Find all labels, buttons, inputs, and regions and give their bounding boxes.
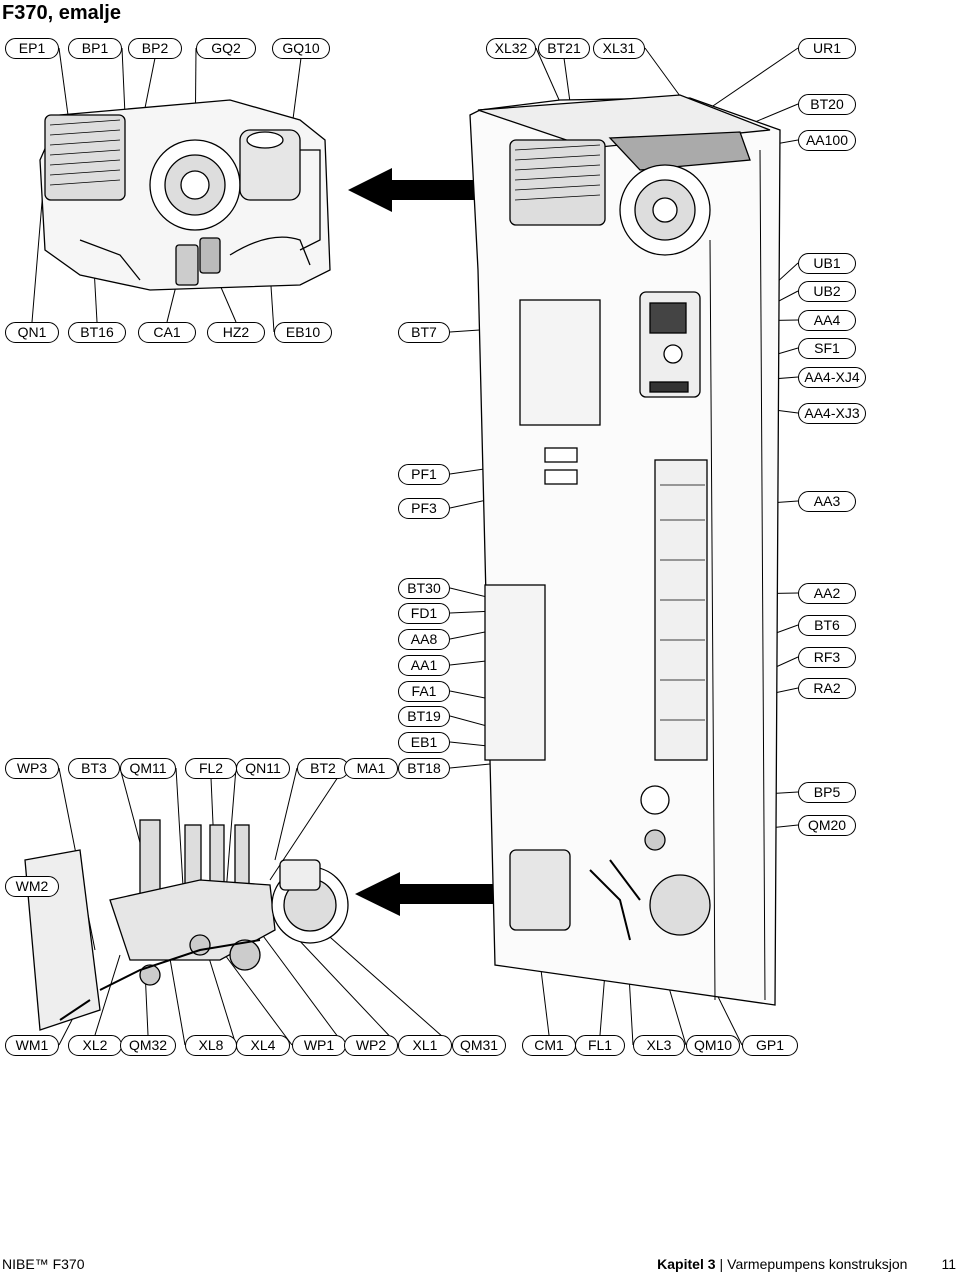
component-label-qm11: QM11 — [120, 758, 176, 779]
component-label-bt6: BT6 — [798, 615, 856, 636]
cabinet-drawing — [469, 94, 781, 1006]
footer-chapter-number: 3 — [707, 1256, 716, 1272]
component-label-aa100: AA100 — [798, 130, 856, 151]
component-label-eb1: EB1 — [398, 732, 450, 753]
component-label-aa4: AA4 — [798, 310, 856, 331]
component-label-wp1: WP1 — [292, 1035, 346, 1056]
component-label-ub1: UB1 — [798, 253, 856, 274]
component-label-gq10: GQ10 — [272, 38, 330, 59]
component-label-xl1: XL1 — [398, 1035, 452, 1056]
component-label-bt21: BT21 — [538, 38, 590, 59]
component-label-wm2: WM2 — [5, 876, 59, 897]
component-label-hz2: HZ2 — [207, 322, 265, 343]
component-label-xl3: XL3 — [633, 1035, 685, 1056]
component-label-bt2: BT2 — [297, 758, 349, 779]
leader-line-xl4 — [204, 944, 237, 1046]
component-label-fl1: FL1 — [575, 1035, 625, 1056]
component-label-fd1: FD1 — [398, 603, 450, 624]
footer-left: NIBE™ F370 — [2, 1256, 85, 1272]
component-label-bt16: BT16 — [68, 322, 126, 343]
fan-compressor-module-drawing — [39, 99, 331, 291]
component-label-ra2: RA2 — [798, 678, 856, 699]
component-label-wm1: WM1 — [5, 1035, 59, 1056]
footer-chapter-title: Varmepumpens konstruksjon — [727, 1256, 908, 1272]
component-label-ur1: UR1 — [798, 38, 856, 59]
component-label-bt20: BT20 — [798, 94, 856, 115]
component-label-qn11: QN11 — [236, 758, 290, 779]
component-label-qm31: QM31 — [452, 1035, 506, 1056]
component-label-bp2: BP2 — [128, 38, 182, 59]
component-label-fl2: FL2 — [185, 758, 237, 779]
footer-page-number: 11 — [941, 1256, 956, 1272]
component-label-qm32: QM32 — [120, 1035, 176, 1056]
leader-line-xl31 — [644, 47, 681, 97]
component-label-rf3: RF3 — [798, 647, 856, 668]
leader-line-bt2 — [274, 767, 298, 861]
component-label-wp2: WP2 — [344, 1035, 398, 1056]
component-label-wp3: WP3 — [5, 758, 59, 779]
component-label-ep1: EP1 — [5, 38, 59, 59]
leader-line-bt21 — [563, 57, 571, 103]
leader-line-xl2 — [94, 954, 121, 1036]
component-label-bt18: BT18 — [398, 758, 450, 779]
leader-line-wp2 — [254, 924, 345, 1046]
component-label-pf1: PF1 — [398, 464, 450, 485]
component-label-xl8: XL8 — [185, 1035, 237, 1056]
footer-chapter-word: Kapitel — [657, 1256, 704, 1272]
leader-line-bp2 — [144, 57, 156, 109]
leader-line-bp1 — [121, 47, 126, 116]
component-label-aa1: AA1 — [398, 655, 450, 676]
component-label-bp1: BP1 — [68, 38, 122, 59]
direction-arrow-bottom — [355, 872, 498, 916]
component-label-xl32: XL32 — [486, 38, 536, 59]
component-label-aa2: AA2 — [798, 583, 856, 604]
leader-line-xl32 — [535, 47, 561, 103]
component-label-bt3: BT3 — [68, 758, 120, 779]
component-label-aa4-xj3: AA4-XJ3 — [798, 403, 866, 424]
component-label-pf3: PF3 — [398, 498, 450, 519]
component-label-sf1: SF1 — [798, 338, 856, 359]
component-label-bt19: BT19 — [398, 706, 450, 727]
component-label-fa1: FA1 — [398, 681, 450, 702]
component-label-bt30: BT30 — [398, 578, 450, 599]
leader-line-wp1 — [224, 954, 293, 1046]
component-label-aa8: AA8 — [398, 629, 450, 650]
component-label-xl2: XL2 — [68, 1035, 122, 1056]
direction-arrow-top — [348, 168, 478, 212]
component-label-ub2: UB2 — [798, 281, 856, 302]
page-title: F370, emalje — [2, 2, 121, 24]
pump-group-drawing — [24, 819, 349, 1031]
component-label-bt7: BT7 — [398, 322, 450, 343]
component-label-xl31: XL31 — [593, 38, 645, 59]
component-label-bp5: BP5 — [798, 782, 856, 803]
component-label-xl4: XL4 — [236, 1035, 290, 1056]
component-label-ca1: CA1 — [138, 322, 196, 343]
component-label-ma1: MA1 — [344, 758, 398, 779]
component-label-qm10: QM10 — [686, 1035, 740, 1056]
component-label-aa3: AA3 — [798, 491, 856, 512]
component-label-cm1: CM1 — [522, 1035, 576, 1056]
component-label-gq2: GQ2 — [196, 38, 256, 59]
component-label-gp1: GP1 — [742, 1035, 798, 1056]
component-label-eb10: EB10 — [274, 322, 332, 343]
component-label-qn1: QN1 — [5, 322, 59, 343]
component-label-qm20: QM20 — [798, 815, 856, 836]
component-label-aa4-xj4: AA4-XJ4 — [798, 367, 866, 388]
